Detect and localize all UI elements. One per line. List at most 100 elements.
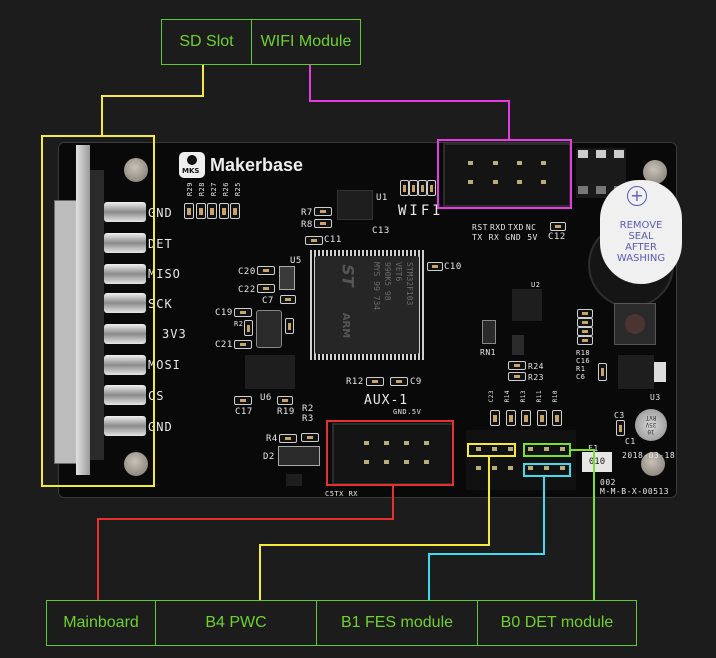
resistor-r13 — [521, 410, 531, 426]
capacitor-c15 — [285, 318, 294, 334]
u1-chip — [337, 190, 373, 220]
resistor-label: R26 — [222, 182, 230, 197]
buzzer-line: WASHING — [616, 253, 666, 264]
sd-pin-pad — [104, 202, 146, 222]
capacitor-c10 — [427, 262, 443, 271]
b1-header-highlight — [523, 463, 571, 477]
c22-label: C22 — [238, 285, 256, 295]
wifi-module-label: WIFI Module — [251, 19, 361, 65]
sd-pin-label-mosi: MOSI — [148, 358, 181, 372]
mounting-hole — [124, 452, 148, 476]
r19-label: R19 — [277, 407, 295, 417]
u3-label: U3 — [650, 393, 661, 402]
r12-label: R12 — [346, 377, 364, 387]
capacitor-c7 — [280, 295, 296, 304]
resistor-r12 — [366, 377, 384, 386]
buzzer-line: AFTER — [625, 242, 657, 253]
c13-label: C13 — [372, 226, 390, 236]
capacitor-c12 — [550, 222, 566, 231]
sd-pin-pad — [104, 385, 146, 405]
arm-logo: ARM — [340, 312, 352, 339]
crystal-y1 — [256, 310, 282, 348]
d2-label: D2 — [263, 452, 275, 462]
capacitor-c21 — [234, 340, 252, 349]
wifi-pin-label: RX — [488, 233, 500, 242]
wifi-pin-labels: RST RXD TXD NC TX RX GND 5V — [472, 223, 538, 243]
u3-tab — [654, 362, 666, 382]
brand-name: Makerbase — [210, 155, 304, 175]
resistor-r3 — [301, 433, 319, 442]
mcu-body: ST STM32F103 VET6 990K5 98 MYS 99 734 AR… — [315, 256, 419, 354]
resistor-r23 — [508, 372, 526, 381]
resistor-r8 — [314, 219, 332, 228]
fuse-label: F1 — [588, 444, 599, 453]
pin-header — [576, 148, 626, 198]
u2-label: U2 — [531, 281, 541, 289]
c1-label: C1 — [625, 437, 636, 446]
mcu-line: VET6 — [394, 262, 403, 282]
resistor — [427, 180, 436, 196]
c12-label: C12 — [548, 232, 566, 242]
capacitor-c20 — [257, 266, 275, 275]
wifi-module-highlight — [437, 139, 572, 209]
fuse-f1: 010 — [582, 452, 612, 472]
resistor-r1 — [577, 327, 593, 336]
capacitor-c17 — [234, 396, 252, 405]
resistor-r7 — [314, 207, 332, 216]
c23-r14-r13-r11-r10-labels: C23 R14 R13 R11 R10 — [488, 390, 559, 403]
resistor-label: R29 — [186, 182, 194, 197]
c20-label: C20 — [238, 267, 256, 277]
resistor — [418, 180, 427, 196]
capacitor-c16 — [577, 318, 593, 327]
resistor-label: R27 — [210, 182, 218, 197]
resistor-r18 — [577, 309, 593, 318]
serial-number-2: M-M-B-X-00513 — [600, 487, 670, 496]
r7-label: R7 — [301, 208, 313, 218]
endstop-headers — [466, 430, 576, 490]
c9-label: C9 — [410, 377, 422, 387]
u1-label: U1 — [376, 193, 388, 203]
u5-regulator — [279, 266, 295, 290]
resistor-label: R25 — [234, 182, 242, 197]
sd-pin-pad — [104, 264, 146, 284]
sd-slot-highlight — [41, 135, 155, 487]
u6-label: U6 — [260, 393, 272, 403]
mounting-hole — [124, 158, 148, 182]
r4-label: R4 — [266, 434, 278, 444]
resistor-r24 — [508, 361, 526, 370]
u3-regulator — [618, 355, 654, 389]
mcu-line: MYS 99 734 — [372, 262, 381, 311]
resistor-r11 — [537, 410, 547, 426]
resistor — [219, 203, 229, 219]
aux-connector — [332, 423, 454, 485]
u5-label: U5 — [290, 256, 302, 266]
resistor-r10 — [552, 410, 562, 426]
b1-fes-module-label: B1 FES module — [316, 600, 478, 646]
c19-label: C19 — [215, 308, 233, 318]
c21-label: C21 — [215, 340, 233, 350]
wifi-pin-label: 5V — [527, 233, 538, 242]
sd-pin-pad — [104, 355, 146, 375]
sd-pin-pad — [104, 416, 146, 436]
serial-number-1: 002 — [600, 478, 616, 487]
mcu-marking: STM32F103 VET6 990K5 98 MYS 99 734 — [355, 262, 415, 348]
reset-button-cap — [625, 314, 645, 334]
resistor-label: R28 — [198, 182, 206, 197]
b4-pwc-label: B4 PWC — [155, 600, 317, 646]
mainboard-label: Mainboard — [46, 600, 156, 646]
buzzer-text: REMOVE SEAL AFTER WASHING — [600, 220, 682, 264]
capacitor-c3 — [616, 420, 625, 436]
reset-button — [614, 303, 656, 345]
plus-icon: + — [627, 186, 647, 206]
electrolytic-capacitor-c1: 10 35V RVT — [635, 409, 667, 441]
cap-marking: 35V — [645, 421, 657, 428]
rn1-label: RN1 — [480, 348, 496, 357]
resistor-r19 — [277, 396, 293, 405]
wifi-pin-label: RST — [472, 223, 488, 232]
r8-label: R8 — [301, 220, 313, 230]
c17-label: C17 — [235, 407, 253, 417]
board-date: 2018-03-18 — [622, 451, 676, 460]
mounting-hole — [641, 452, 665, 476]
wifi-pin-label: TXD — [507, 223, 524, 232]
